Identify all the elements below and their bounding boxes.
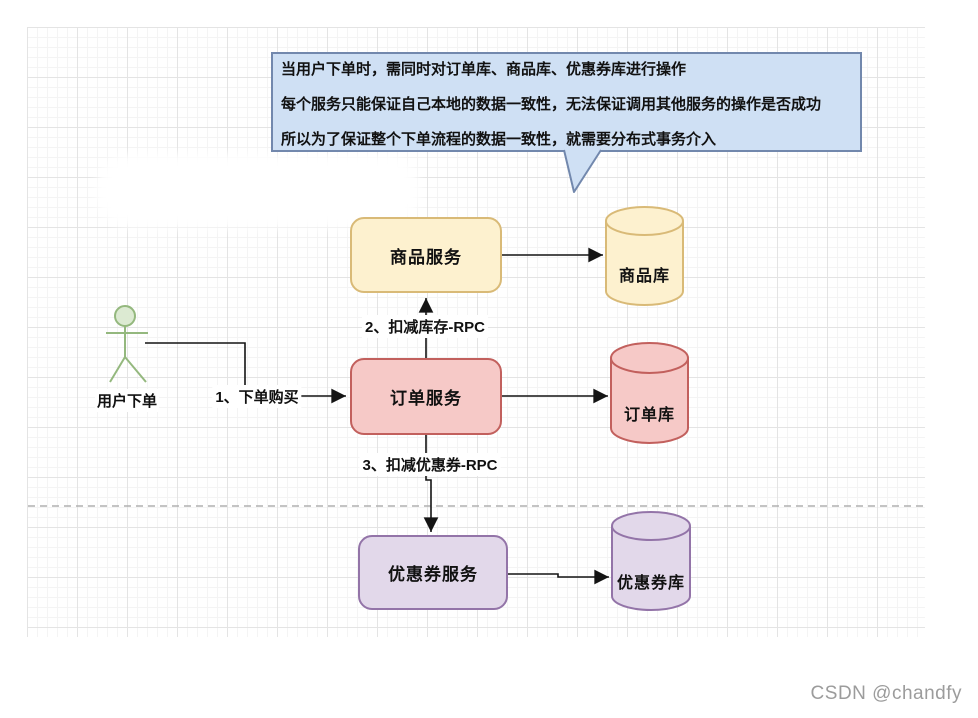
edge-label-deduct-coupon: 3、扣减优惠券-RPC: [359, 453, 501, 476]
note-line-3: 所以为了保证整个下单流程的数据一致性，就需要分布式事务介入: [281, 131, 717, 148]
note-line-1: 当用户下单时，需同时对订单库、商品库、优惠券库进行操作: [281, 61, 687, 78]
db-label-order: 订单库: [623, 407, 675, 424]
service-node-coupon-label: 优惠券服务: [388, 565, 478, 584]
erased-white-patch: [108, 166, 408, 216]
db-label-product: 商品库: [618, 268, 670, 285]
service-node-order: 订单服务: [350, 358, 502, 435]
watermark-text: CSDN @chandfy: [810, 683, 962, 704]
service-node-order-label: 订单服务: [390, 389, 462, 408]
note-callout: 当用户下单时，需同时对订单库、商品库、优惠券库进行操作 每个服务只能保证自己本地…: [271, 52, 862, 152]
edge-label-order-create: 1、下单购买: [212, 385, 302, 408]
note-line-2: 每个服务只能保证自己本地的数据一致性，无法保证调用其他服务的操作是否成功: [281, 96, 822, 113]
service-node-product-label: 商品服务: [390, 247, 462, 267]
service-node-coupon: 优惠券服务: [358, 535, 508, 610]
edge-label-deduct-stock: 2、扣减库存-RPC: [361, 315, 489, 338]
service-node-product: 商品服务: [350, 217, 502, 293]
db-label-coupon: 优惠券库: [616, 575, 685, 592]
actor-label: 用户下单: [94, 389, 160, 412]
